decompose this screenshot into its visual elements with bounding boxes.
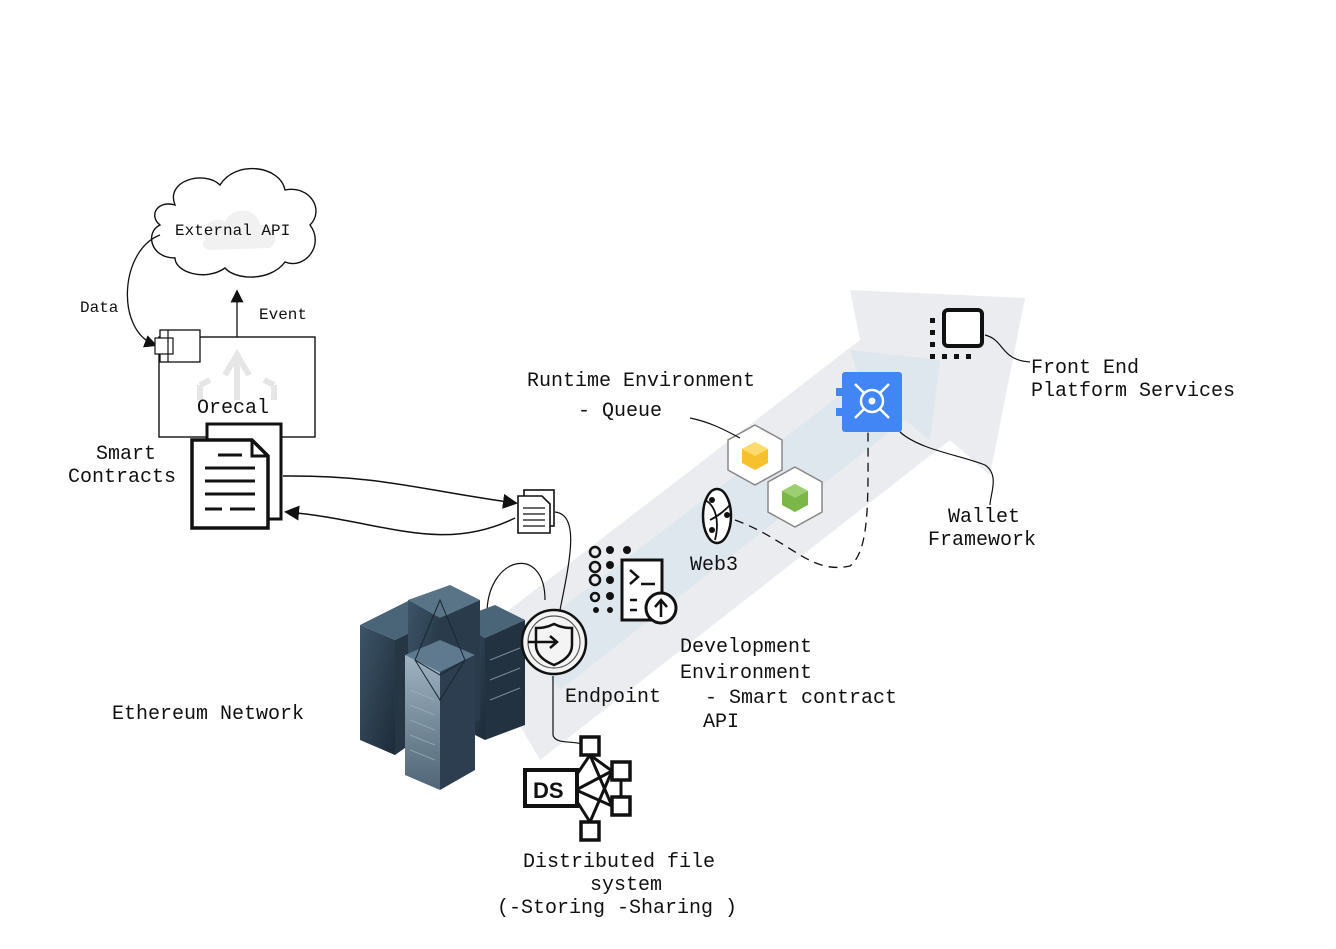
data-connector bbox=[126, 234, 161, 348]
external-api-label: External API bbox=[175, 222, 290, 240]
globe-network-icon bbox=[701, 487, 733, 545]
yellow-cube-icon bbox=[727, 424, 783, 486]
green-cube-icon bbox=[767, 466, 823, 528]
ds-badge-text: DS bbox=[533, 778, 564, 803]
web3-to-wallet-connector bbox=[734, 429, 869, 569]
oracle-label: Orecal bbox=[197, 397, 269, 420]
dfs-label-line2: system bbox=[590, 874, 662, 897]
front-end-label-line1: Front End bbox=[1031, 357, 1139, 380]
front-end-label-line2: Platform Services bbox=[1031, 380, 1235, 403]
shield-login-icon bbox=[520, 608, 588, 676]
development-label-line3: - Smart contract bbox=[705, 687, 897, 710]
distributed-nodes-icon: DS bbox=[523, 735, 632, 842]
frame-square-icon bbox=[930, 308, 984, 359]
wallet-label-line2: Framework bbox=[928, 529, 1036, 552]
doc-to-contract-connector bbox=[284, 505, 516, 536]
dfs-label-line1: Distributed file bbox=[523, 851, 715, 874]
document-stack-icon bbox=[190, 422, 283, 530]
smart-contracts-label-line1: Smart bbox=[96, 443, 156, 466]
web3-label: Web3 bbox=[690, 554, 738, 577]
oracle-box-icon bbox=[154, 329, 316, 438]
endpoint-label: Endpoint bbox=[565, 686, 661, 709]
wallet-label-connector bbox=[899, 431, 994, 506]
event-label: Event bbox=[259, 306, 307, 324]
dfs-label-line3: (-Storing -Sharing ) bbox=[497, 897, 737, 920]
runtime-label-line1: Runtime Environment bbox=[527, 370, 755, 393]
doc-to-endpoint-connector bbox=[554, 511, 572, 611]
runtime-label-line2: - Queue bbox=[578, 400, 662, 423]
small-document-icon bbox=[517, 489, 555, 534]
development-label-line2: Environment bbox=[680, 662, 812, 685]
cloud-icon bbox=[150, 168, 317, 278]
servers-to-endpoint-connector bbox=[486, 562, 546, 611]
front-end-label-connector bbox=[984, 334, 1031, 363]
runtime-label-connector bbox=[689, 417, 741, 439]
development-label-line4: API bbox=[703, 711, 739, 734]
ethereum-network-label: Ethereum Network bbox=[112, 703, 304, 726]
contract-to-doc-connector bbox=[282, 475, 518, 509]
server-rack-icon bbox=[360, 585, 525, 790]
smart-contracts-label-line2: Contracts bbox=[68, 466, 176, 489]
data-label: Data bbox=[80, 299, 119, 317]
development-label-line1: Development bbox=[680, 636, 812, 659]
wallet-label-line1: Wallet bbox=[948, 506, 1020, 529]
safe-vault-icon bbox=[836, 372, 902, 432]
terminal-upload-icon bbox=[588, 545, 678, 625]
